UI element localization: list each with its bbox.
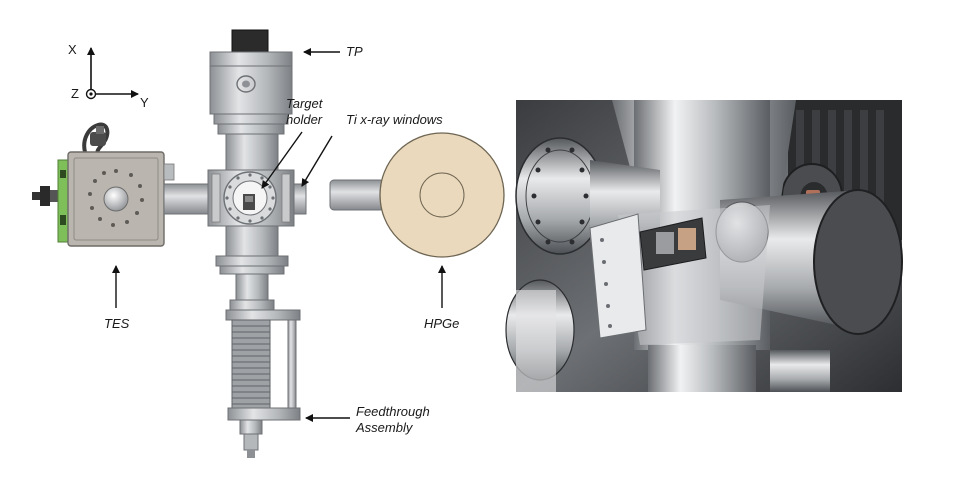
- chamber-render: [505, 100, 903, 392]
- axis-label-x: X: [68, 42, 77, 57]
- vacuum-chamber: [163, 29, 307, 311]
- label-hpge: HPGe: [424, 316, 460, 331]
- axis-label-z: Z: [71, 86, 79, 101]
- coordinate-axes: [85, 47, 139, 100]
- feedthrough-assembly: [225, 309, 301, 458]
- annotation-arrows: [112, 48, 446, 422]
- label-feedthrough-1: Feedthrough: [356, 404, 430, 419]
- label-target-holder-1: Target: [286, 96, 323, 111]
- axis-label-y: Y: [140, 95, 149, 110]
- label-tp: TP: [346, 44, 363, 59]
- label-target-holder-2: holder: [286, 112, 323, 127]
- label-tes: TES: [104, 316, 130, 331]
- label-feedthrough-2: Assembly: [356, 420, 413, 435]
- hpge-detector: [329, 132, 505, 258]
- tes-detector: [32, 122, 175, 247]
- label-ti-windows: Ti x-ray windows: [346, 112, 443, 127]
